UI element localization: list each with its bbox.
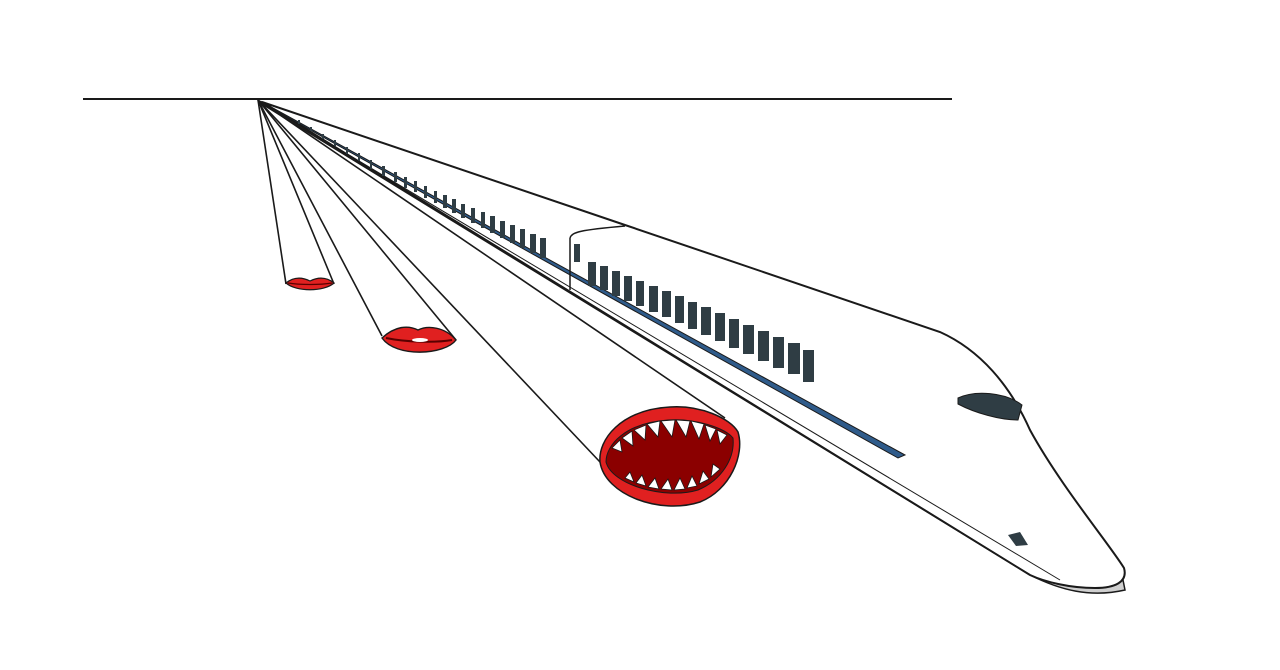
small-lips <box>285 277 335 291</box>
medium-lips <box>381 326 457 353</box>
train-door <box>574 244 580 262</box>
headlight <box>1008 532 1028 546</box>
upper-teeth <box>611 419 728 453</box>
lower-teeth <box>624 463 721 491</box>
mouth-perspective-lines <box>257 99 726 463</box>
cockpit-window <box>957 392 1023 421</box>
train-windows <box>298 120 814 382</box>
bullet-train <box>261 100 1126 594</box>
car-divider <box>569 225 626 290</box>
open-mouth <box>599 406 741 507</box>
train-stripe <box>261 101 907 459</box>
open-mouth-inner <box>605 419 734 494</box>
